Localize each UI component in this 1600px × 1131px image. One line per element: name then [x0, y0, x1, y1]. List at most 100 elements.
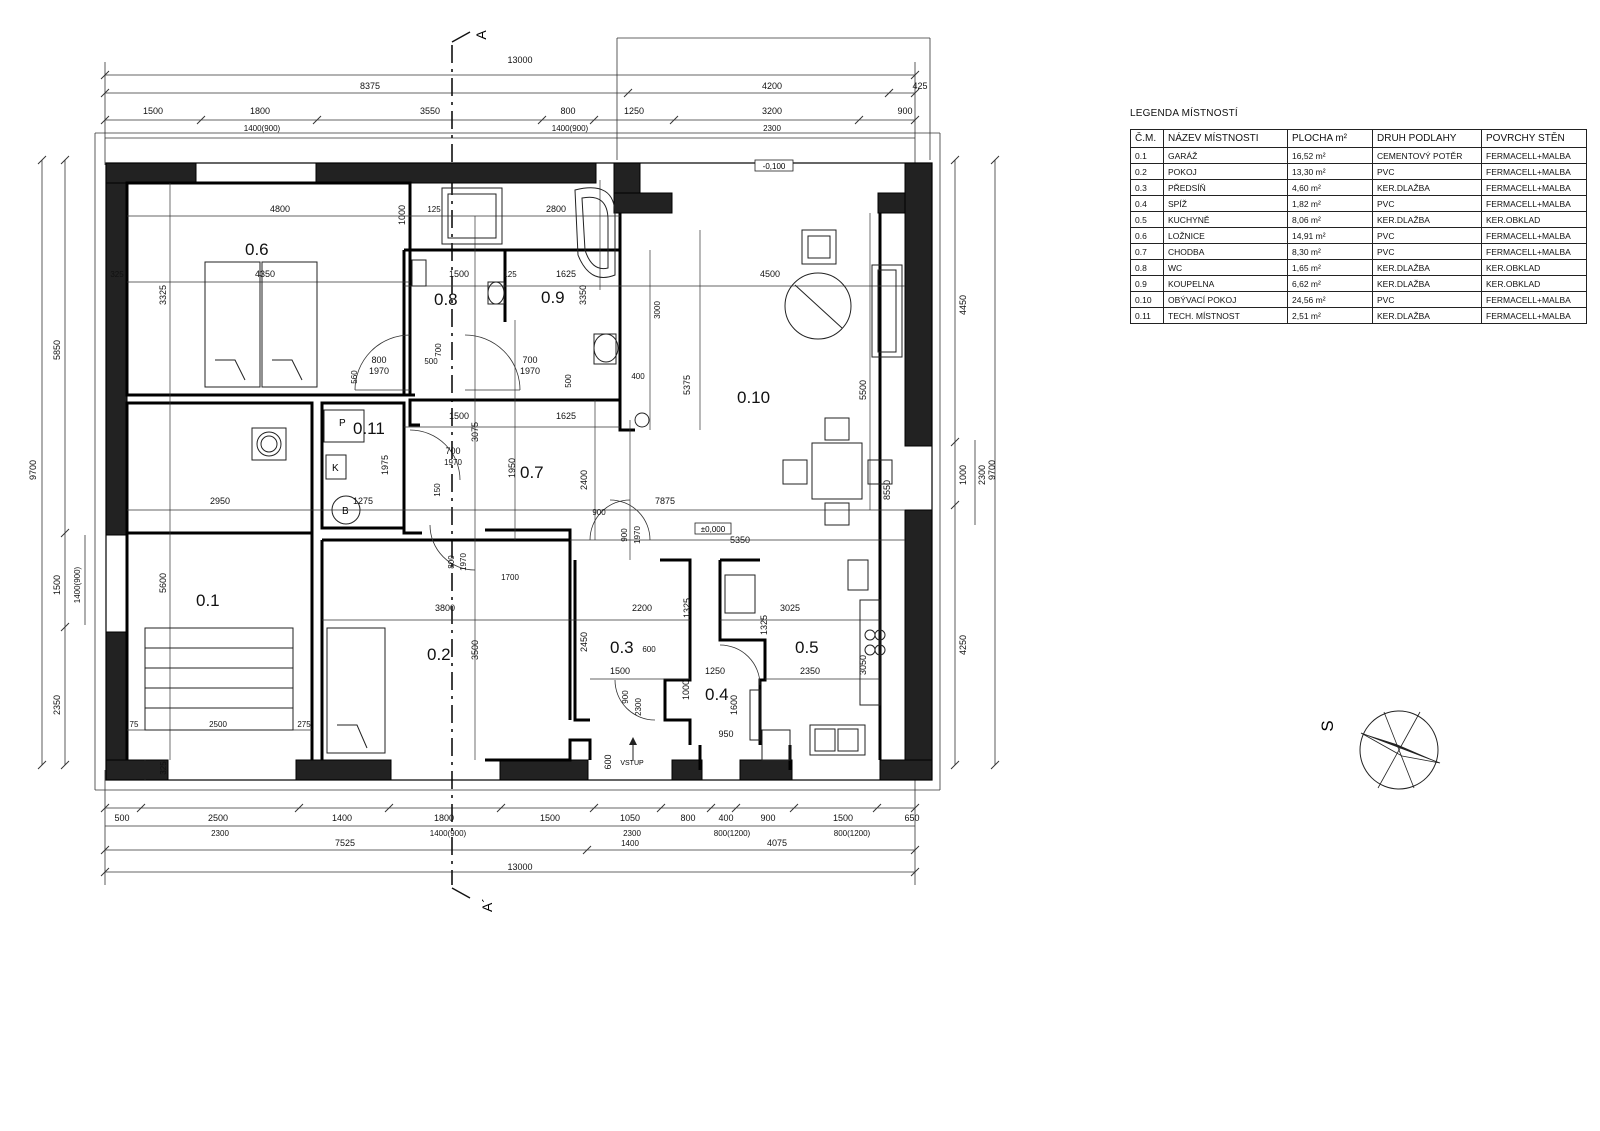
dim-i-4350: 4350 [255, 269, 275, 279]
dim-top-7: 900 [897, 106, 912, 116]
dim-left-total: 9700 [28, 460, 38, 480]
room-label-0-11: 0.11 [353, 419, 385, 438]
dim-bot-8: 400 [718, 813, 733, 823]
cell-area: 1,82 m² [1287, 195, 1373, 212]
furniture [144, 187, 903, 780]
cell-name: OBÝVACÍ POKOJ [1163, 291, 1288, 308]
section-label-bottom: A´ [479, 898, 495, 912]
dim-i-400: 400 [631, 372, 645, 381]
cell-number: 0.2 [1130, 163, 1164, 180]
room-label-0-10: 0.10 [737, 388, 770, 407]
dim-i-1625a: 1625 [556, 269, 576, 279]
dim-i-700a: 700 [434, 343, 443, 357]
cell-name: TECH. MÍSTNOST [1163, 307, 1288, 324]
cell-walls: FERMACELL+MALBA [1481, 243, 1587, 260]
dim-i-1950: 1950 [507, 458, 517, 478]
dim-right-b: 1000 [958, 465, 968, 485]
dim-i-560: 560 [350, 370, 359, 384]
cell-number: 0.10 [1130, 291, 1164, 308]
cell-name: SPÍŽ [1163, 195, 1288, 212]
dim-i-3350: 3350 [578, 285, 588, 305]
dim-i-3500: 3500 [470, 640, 480, 660]
room-label-0-9: 0.9 [541, 288, 565, 307]
dim-i-125a: 125 [427, 205, 441, 214]
level-markers: -0,100 ±0,000 [694, 159, 794, 535]
dim-top-2: 1800 [250, 106, 270, 116]
dim-i-1970d: 1970 [633, 526, 642, 544]
dim-i-1970b: 1970 [520, 366, 540, 376]
cell-name: CHODBA [1163, 243, 1288, 260]
cell-name: KOUPELNA [1163, 275, 1288, 292]
dim-top-total: 13000 [507, 55, 532, 65]
legend-header-area: PLOCHA m² [1287, 129, 1373, 148]
dim-bot-6: 1050 [620, 813, 640, 823]
dim-i-1325a: 1325 [682, 598, 692, 618]
dim-i-3075: 3075 [470, 422, 480, 442]
cell-name: WC [1163, 259, 1288, 276]
cell-area: 14,91 m² [1287, 227, 1373, 244]
cell-walls: KER.OBKLAD [1481, 275, 1587, 292]
dim-i-325a: 325 [110, 270, 124, 279]
room-label-0-2: 0.2 [427, 645, 451, 664]
dim-i-1500b: 1500 [449, 411, 469, 421]
cell-number: 0.8 [1130, 259, 1164, 276]
cell-area: 16,52 m² [1287, 147, 1373, 164]
dim-bot-a: 7525 [335, 838, 355, 848]
entrance-label: VSTUP [620, 760, 644, 767]
dim-top-4: 800 [560, 106, 575, 116]
dim-bw-6: 800(1200) [834, 829, 871, 838]
dim-right-total: 9700 [987, 460, 997, 480]
cell-number: 0.5 [1130, 211, 1164, 228]
tech-p-label: P [339, 418, 346, 429]
cell-area: 24,56 m² [1287, 291, 1373, 308]
dim-i-150: 150 [433, 483, 442, 497]
level-upper-label: -0,100 [763, 162, 786, 171]
dim-i-1970e: 1970 [459, 553, 468, 571]
legend-header-floor: DRUH PODLAHY [1372, 129, 1482, 148]
dim-i-1250: 1250 [705, 666, 725, 676]
cell-number: 0.4 [1130, 195, 1164, 212]
room-label-0-3: 0.3 [610, 638, 634, 657]
dim-i-1600: 1600 [729, 695, 739, 715]
dim-bot-4: 1800 [434, 813, 454, 823]
cell-number: 0.11 [1130, 307, 1164, 324]
dim-i-1500c: 1500 [610, 666, 630, 676]
dim-bot-1: 500 [114, 813, 129, 823]
legend-header-number: Č.M. [1130, 129, 1164, 148]
dim-bot-2: 2500 [208, 813, 228, 823]
tech-room-letters: P K B [332, 418, 349, 517]
dim-i-5600: 5600 [158, 573, 168, 593]
legend-table: Č.M. NÁZEV MÍSTNOSTI PLOCHA m² DRUH PODL… [1130, 129, 1587, 324]
entrance-marker: VSTUP [620, 737, 644, 767]
dim-left-c: 2350 [52, 695, 62, 715]
cell-walls: KER.OBKLAD [1481, 211, 1587, 228]
dim-i-1970a: 1970 [369, 366, 389, 376]
cell-number: 0.1 [1130, 147, 1164, 164]
dim-left-b: 1500 [52, 575, 62, 595]
dimension-lines [41, 37, 996, 885]
dim-i-3025: 3025 [780, 603, 800, 613]
dim-i-1975: 1975 [380, 455, 390, 475]
dim-i-2800: 2800 [546, 204, 566, 214]
dim-left-w: 1400(900) [73, 566, 82, 603]
dim-i-125b: 125 [503, 270, 517, 279]
cell-area: 6,62 m² [1287, 275, 1373, 292]
dim-bot-3: 1400 [332, 813, 352, 823]
cell-floor: PVC [1372, 243, 1482, 260]
cell-floor: KER.DLAŽBA [1372, 307, 1482, 324]
dim-bot-11: 650 [904, 813, 919, 823]
dim-bot-7: 800 [680, 813, 695, 823]
dim-win-c: 2300 [763, 124, 781, 133]
dim-bot-5: 1500 [540, 813, 560, 823]
dim-top-5: 1250 [624, 106, 644, 116]
dim-i-7875: 7875 [655, 496, 675, 506]
dim-i-3800: 3800 [435, 603, 455, 613]
cell-name: PŘEDSÍŇ [1163, 179, 1288, 196]
section-cut-line [451, 31, 471, 899]
dim-i-1000b: 1000 [681, 680, 691, 700]
cell-floor: CEMENTOVÝ POTĚR [1372, 147, 1482, 164]
